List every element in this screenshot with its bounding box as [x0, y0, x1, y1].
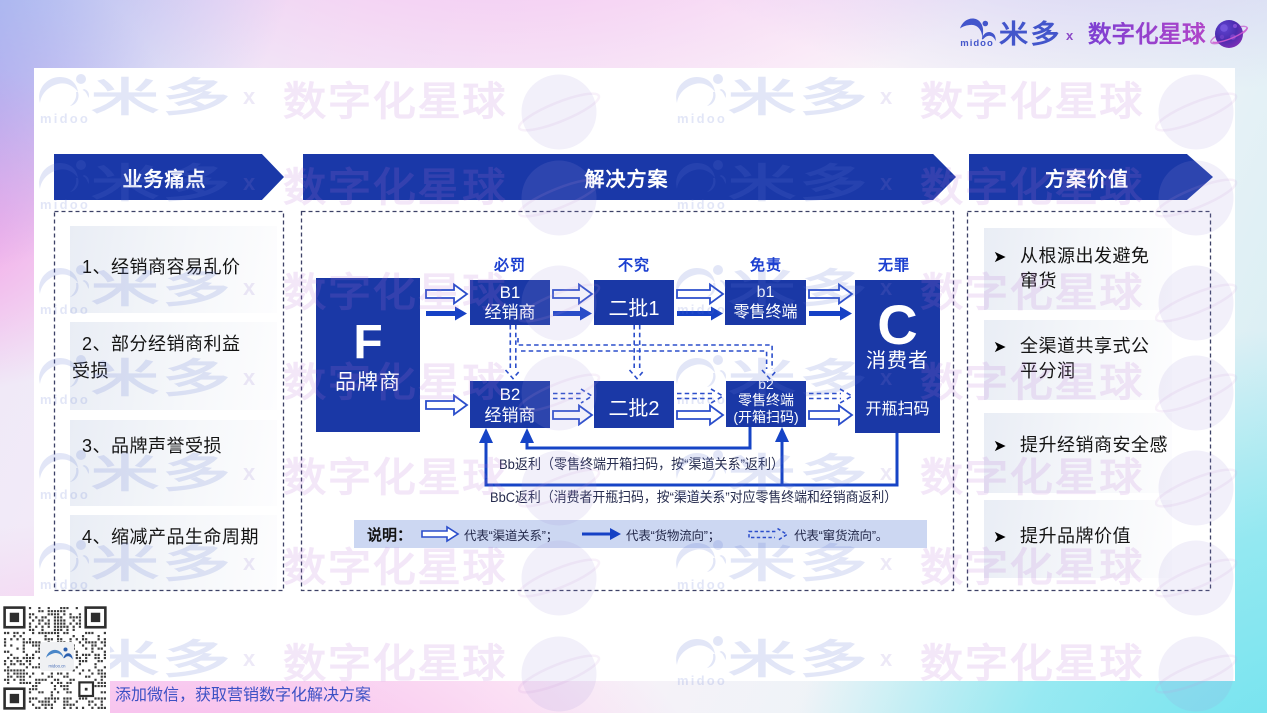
svg-text:midoo.cn: midoo.cn — [49, 664, 67, 669]
